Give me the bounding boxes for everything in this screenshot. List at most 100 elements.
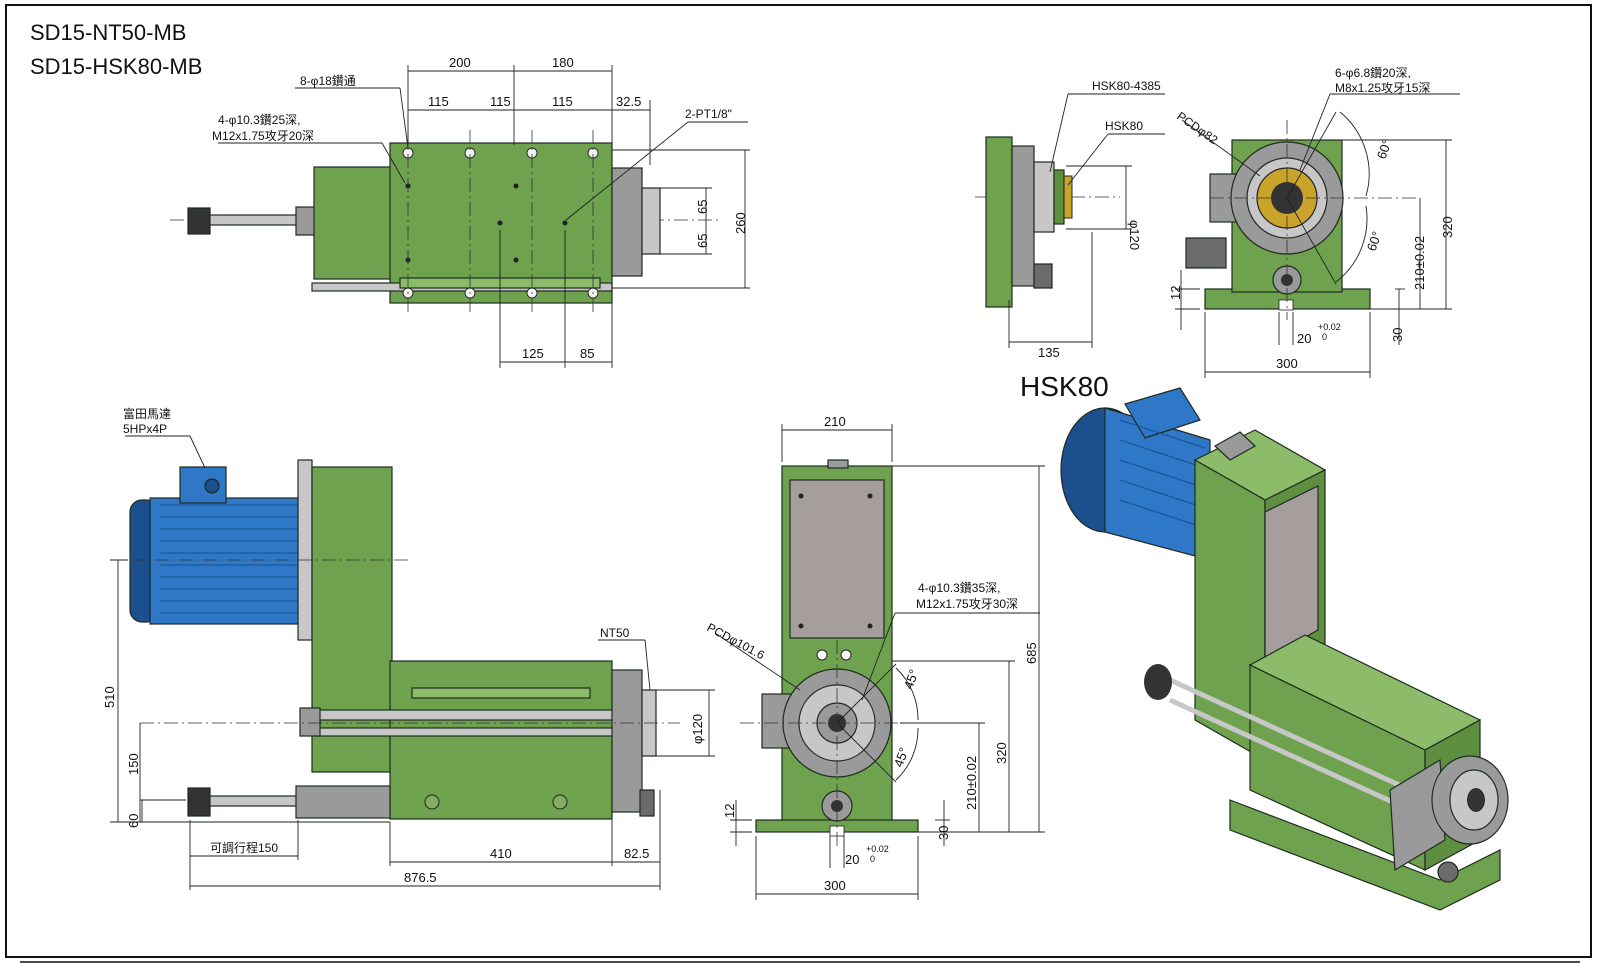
small-side-body bbox=[985, 136, 1013, 308]
tol-zero-large: 0 bbox=[870, 854, 875, 864]
note-4-holes-tap: M12x1.75攻牙20深 bbox=[212, 129, 314, 143]
dim-320-small: 320 bbox=[1440, 216, 1455, 238]
large-side-guide-rod-upper bbox=[315, 709, 617, 721]
note-pipe-port: 2-PT1/8" bbox=[685, 107, 732, 121]
note-nt50: NT50 bbox=[600, 626, 630, 640]
large-side-dims bbox=[110, 435, 715, 890]
note-hsk80-4385: HSK80-4385 bbox=[1092, 79, 1161, 93]
iso-lock-nut bbox=[1437, 861, 1459, 883]
motor-body bbox=[149, 497, 309, 625]
stroke-rod bbox=[209, 795, 301, 807]
iso-motor-plate bbox=[1264, 485, 1319, 662]
dim-135: 135 bbox=[1038, 345, 1060, 360]
tol-zero-small: 0 bbox=[1322, 332, 1327, 342]
small-front-key-slot bbox=[1278, 299, 1294, 311]
top-stop-knob bbox=[187, 207, 211, 235]
large-front-top-key bbox=[827, 459, 849, 469]
dim-115-c: 115 bbox=[552, 94, 573, 109]
dim-410: 410 bbox=[490, 846, 512, 861]
stroke-cylinder bbox=[295, 785, 391, 819]
note-pcd-82: PCDφ82 bbox=[1174, 109, 1220, 147]
adjust-bracket bbox=[299, 707, 321, 737]
dim-30-large: 30 bbox=[936, 826, 951, 840]
isometric-view: HSK80 bbox=[1020, 371, 1509, 911]
small-side-spindle bbox=[1033, 161, 1055, 233]
large-side-rail-slot bbox=[411, 687, 591, 699]
angle-60-upper: 60° bbox=[1374, 137, 1395, 161]
dim-300-large: 300 bbox=[824, 878, 846, 893]
note-4-holes-tap-large: M12x1.75攻牙30深 bbox=[916, 597, 1018, 611]
large-side-body bbox=[389, 660, 613, 820]
large-front-plate-bolts bbox=[798, 493, 873, 629]
dim-82-5: 82.5 bbox=[624, 846, 649, 861]
small-front-dims bbox=[1175, 93, 1460, 378]
dim-85: 85 bbox=[580, 346, 594, 361]
note-motor-spec: 5HPx4P bbox=[123, 422, 167, 436]
tol-plus-small: +0.02 bbox=[1318, 322, 1341, 332]
note-8-holes-through: 8-φ18鑽通 bbox=[300, 73, 356, 88]
iso-motor-fins bbox=[1119, 419, 1206, 529]
dim-510: 510 bbox=[102, 686, 117, 708]
note-6-holes-tap: M8x1.25攻牙15深 bbox=[1335, 81, 1430, 95]
large-front-air-holes bbox=[816, 649, 852, 661]
top-nose-face bbox=[641, 187, 661, 255]
note-pcd-101-6: PCDφ101.6 bbox=[705, 620, 768, 662]
dim-685: 685 bbox=[1024, 642, 1039, 664]
small-front-view: 320 210±0.02 12 30 20 +0.02 0 300 60° 60… bbox=[1168, 65, 1460, 378]
top-small-holes bbox=[405, 183, 568, 263]
dim-210-large: 210 bbox=[824, 414, 846, 429]
large-front-dims bbox=[714, 424, 1045, 900]
large-front-motor-plate bbox=[789, 479, 885, 639]
dim-876-5: 876.5 bbox=[404, 870, 437, 885]
dim-phi120-large: φ120 bbox=[690, 714, 705, 744]
note-4-holes-drill-large: 4-φ10.3鑽35深, bbox=[918, 580, 1001, 595]
note-hsk80-small: HSK80 bbox=[1105, 119, 1143, 133]
top-rod bbox=[209, 214, 301, 226]
small-front-sensor-box bbox=[1185, 237, 1227, 269]
small-side-lock-nut bbox=[1033, 263, 1053, 289]
angle-45-lower: 45° bbox=[891, 745, 912, 769]
model-title-hsk80: SD15-HSK80-MB bbox=[30, 54, 202, 79]
sheet-border bbox=[5, 4, 1592, 958]
iso-nose-clamp bbox=[1389, 758, 1446, 872]
model-title-nt50: SD15-NT50-MB bbox=[30, 20, 186, 45]
dim-phi120-small: φ120 bbox=[1127, 220, 1142, 250]
top-dim-lines bbox=[407, 65, 750, 368]
dim-60: 60 bbox=[126, 814, 141, 828]
dim-210-tol-large: 210±0.02 bbox=[964, 756, 979, 810]
dim-260: 260 bbox=[733, 212, 748, 234]
dim-32-5: 32.5 bbox=[616, 94, 641, 109]
iso-bore bbox=[1467, 788, 1485, 812]
large-front-view: 210 685 320 210±0.02 30 12 20 +0.02 0 30… bbox=[705, 414, 1045, 900]
large-side-plug-2 bbox=[552, 794, 568, 810]
note-adjustable-stroke: 可調行程150 bbox=[210, 840, 278, 855]
dim-200: 200 bbox=[449, 55, 471, 70]
iso-guide-rod-1 bbox=[1168, 677, 1412, 793]
motor-fins bbox=[160, 504, 300, 614]
dim-65-a: 65 bbox=[695, 200, 710, 214]
iso-hsk80-label: HSK80 bbox=[1020, 371, 1109, 402]
small-side-dims bbox=[1008, 93, 1165, 348]
dim-150: 150 bbox=[126, 753, 141, 775]
large-side-nose bbox=[611, 669, 643, 813]
top-leaders bbox=[218, 87, 748, 221]
iso-stop-knob bbox=[1144, 664, 1172, 700]
angle-45-upper: 45° bbox=[901, 667, 922, 691]
top-hole-centerlines bbox=[407, 130, 594, 315]
tol-plus-large: +0.02 bbox=[866, 844, 889, 854]
dim-210-tol-small: 210±0.02 bbox=[1412, 236, 1427, 290]
small-side-flange bbox=[1011, 145, 1035, 287]
dim-180: 180 bbox=[552, 55, 574, 70]
dim-20-small: 20 bbox=[1297, 331, 1311, 346]
small-side-hsk-cone bbox=[1063, 175, 1073, 219]
small-side-toolholder bbox=[1053, 169, 1065, 225]
dim-12-large: 12 bbox=[722, 804, 737, 818]
large-side-view: 510 150 60 φ120 410 82.5 876.5 可調行程150 富… bbox=[102, 406, 715, 890]
dim-12-small: 12 bbox=[1168, 286, 1183, 300]
top-rear-housing bbox=[313, 166, 395, 280]
iso-motor-box bbox=[1124, 387, 1201, 439]
iso-bracket bbox=[1213, 431, 1257, 461]
top-nose-flange bbox=[611, 167, 643, 277]
